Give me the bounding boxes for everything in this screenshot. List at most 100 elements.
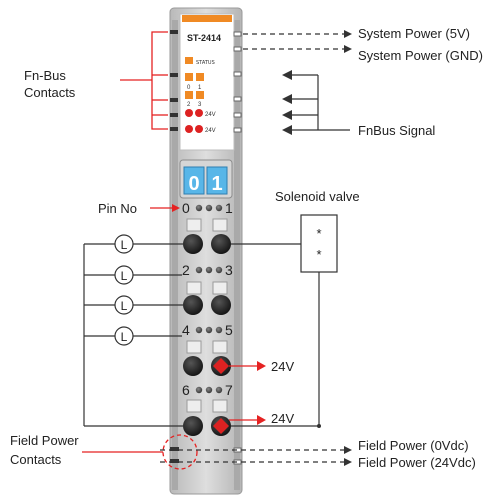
pin-number: 7 [225, 382, 233, 398]
release-slot [186, 399, 202, 413]
solenoid-symbol: * [316, 247, 321, 262]
fn-bus-slot [233, 96, 242, 102]
load-symbol-label: L [121, 269, 128, 283]
arrowhead [257, 415, 266, 425]
field-power-contacts-label: Field Power [10, 433, 79, 448]
release-slot [212, 218, 228, 232]
pin-dot [205, 326, 213, 334]
fn-bus-bracket [120, 31, 168, 130]
arrowhead [282, 125, 292, 135]
system-power-5v-label: System Power (5V) [358, 26, 470, 41]
voltage-led-a2 [195, 109, 203, 117]
terminal-hole [211, 295, 231, 315]
load-wiring [83, 243, 183, 427]
module-side-rail [172, 20, 178, 490]
arrowhead [344, 30, 352, 38]
pin-number: 0 [182, 200, 190, 216]
fn-bus-contact [170, 127, 178, 131]
system-power-gnd-label: System Power (GND) [358, 48, 483, 63]
arrowhead [344, 458, 352, 466]
voltage-led-b1 [185, 125, 193, 133]
fn-bus-contact [170, 113, 178, 117]
channel-led-0 [185, 73, 193, 81]
pin-dot [195, 386, 203, 394]
terminal-hole [183, 234, 203, 254]
load-symbol-label: L [121, 330, 128, 344]
load-symbol-label: L [121, 299, 128, 313]
solenoid-valve-label: Solenoid valve [275, 189, 360, 204]
pin-number: 6 [182, 382, 190, 398]
field-power-24v-label: Field Power (24Vdc) [358, 455, 476, 470]
fn-bus-slot [233, 112, 242, 118]
channel-led-label: 0 [187, 85, 191, 91]
output-24v-label: 24V [271, 359, 294, 374]
load-symbol: L [114, 234, 134, 254]
pin-number: 2 [182, 262, 190, 278]
module-side-rail [234, 20, 240, 490]
field-power-contact [170, 459, 179, 463]
pin-number: 5 [225, 322, 233, 338]
terminal-hole [183, 416, 203, 436]
io-module: ST-2414 STATUS 0 1 2 3 24V 24V 0 [169, 7, 243, 495]
pin-dot [205, 386, 213, 394]
arrowhead [282, 110, 292, 120]
arrowhead [344, 45, 352, 53]
system-power-arrows [243, 33, 346, 50]
channel-led-2 [185, 91, 193, 99]
solenoid-wiring [231, 243, 320, 427]
output-24v-label: 24V [271, 411, 294, 426]
display-digit-box [206, 166, 228, 195]
pin-dot [205, 204, 213, 212]
field-power-contacts-label: Contacts [10, 452, 62, 467]
fn-bus-contact [170, 30, 178, 34]
load-symbol: L [114, 295, 134, 315]
release-slot [212, 340, 228, 354]
load-symbol: L [114, 265, 134, 285]
arrowhead [344, 446, 352, 454]
fn-bus-slot [233, 127, 242, 133]
fn-bus-slot [233, 31, 242, 37]
fn-bus-contacts-label: Fn-Bus [24, 68, 66, 83]
arrowhead [282, 70, 292, 80]
pin-dot [195, 266, 203, 274]
release-slot [186, 281, 202, 295]
pin-dot [215, 326, 223, 334]
channel-led-label: 3 [198, 102, 202, 108]
pin-no-arrowhead [172, 204, 180, 212]
pin-number: 4 [182, 322, 190, 338]
terminal-hole [183, 295, 203, 315]
voltage-led-b2 [195, 125, 203, 133]
display-digit: 0 [188, 173, 199, 195]
module-model: ST-2414 [187, 33, 221, 43]
pin-dot [215, 386, 223, 394]
terminal-hole [183, 356, 203, 376]
pin-number: 1 [225, 200, 233, 216]
load-symbol-label: L [121, 238, 128, 252]
display-digit: 1 [211, 173, 222, 195]
channel-led-label: 1 [198, 85, 202, 91]
status-led [185, 57, 193, 64]
red-contact-marker [213, 418, 229, 434]
pin-dot [215, 266, 223, 274]
channel-led-label: 2 [187, 102, 191, 108]
fn-bus-slot [233, 71, 242, 77]
pin-number: 3 [225, 262, 233, 278]
release-slot [186, 340, 202, 354]
fnbus-signal-label: FnBus Signal [358, 123, 435, 138]
fn-bus-contacts-label: Contacts [24, 85, 76, 100]
terminal-block [183, 204, 231, 436]
pin-no-label: Pin No [98, 201, 137, 216]
fn-bus-contact [170, 73, 178, 77]
channel-led-3 [196, 91, 204, 99]
voltage-led-label: 24V [205, 128, 216, 134]
release-slot [212, 281, 228, 295]
junction-dot [317, 424, 321, 428]
fnbus-signal-lines [290, 74, 350, 131]
field-power-arrows [160, 449, 346, 463]
arrowhead [282, 94, 292, 104]
arrowhead [257, 361, 266, 371]
field-power-0v-label: Field Power (0Vdc) [358, 438, 469, 453]
field-power-highlight [162, 434, 198, 470]
